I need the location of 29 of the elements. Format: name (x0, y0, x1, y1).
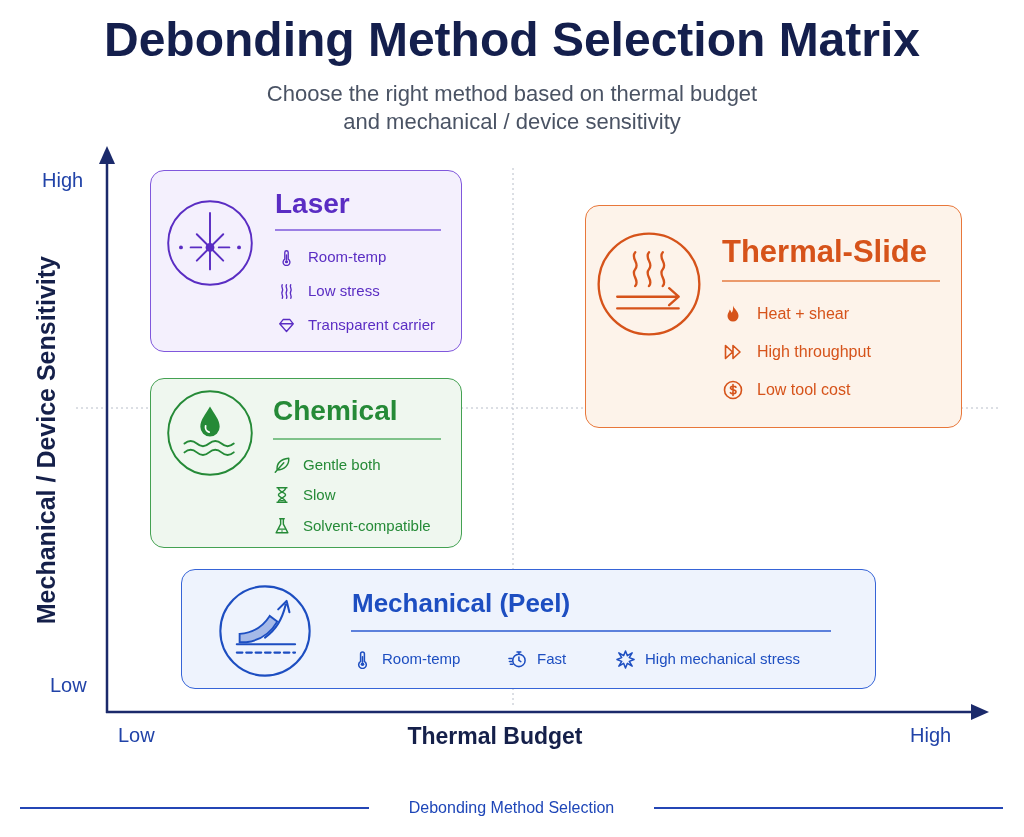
axis-tick-label: High (42, 169, 84, 192)
method-card (150, 170, 462, 352)
axis-tick-label: Low (50, 674, 87, 697)
feature-text: High mechanical stress (645, 650, 801, 668)
feature-text: Heat + shear (757, 304, 850, 324)
feature-text: Room-temp (382, 650, 461, 668)
axis-title: Thermal Budget (407, 723, 583, 749)
feature-text: Slow (303, 486, 336, 504)
feature-text: Transparent carrier (308, 316, 435, 334)
subtitle: Choose the right method based on thermal budget and mechanical / device sensitivity (265, 80, 759, 136)
method-title: Mechanical (Peel) (352, 589, 571, 619)
method-title: Thermal-Slide (722, 234, 927, 270)
method-title: Laser (275, 188, 350, 221)
feature-text: Low stress (308, 282, 380, 300)
method-card (585, 205, 962, 428)
axis-tick-label: High (910, 724, 952, 747)
feature-text: High throughput (757, 342, 871, 362)
method-title: Chemical (273, 395, 398, 428)
axis-title: Mechanical / Device Sensitivity (31, 256, 61, 625)
method-card (150, 378, 462, 548)
feature-text: Gentle both (303, 456, 381, 474)
chart-title: Debonding Method Selection Matrix (104, 13, 920, 66)
feature-text: Solvent-compatible (303, 517, 431, 535)
feature-text: Room-temp (308, 248, 387, 266)
method-card (181, 569, 876, 689)
feature-text: Fast (537, 650, 567, 668)
axis-tick-label: Low (118, 724, 155, 747)
feature-text: Low tool cost (757, 380, 851, 400)
footer-text: Debonding Method Selection (408, 799, 615, 817)
